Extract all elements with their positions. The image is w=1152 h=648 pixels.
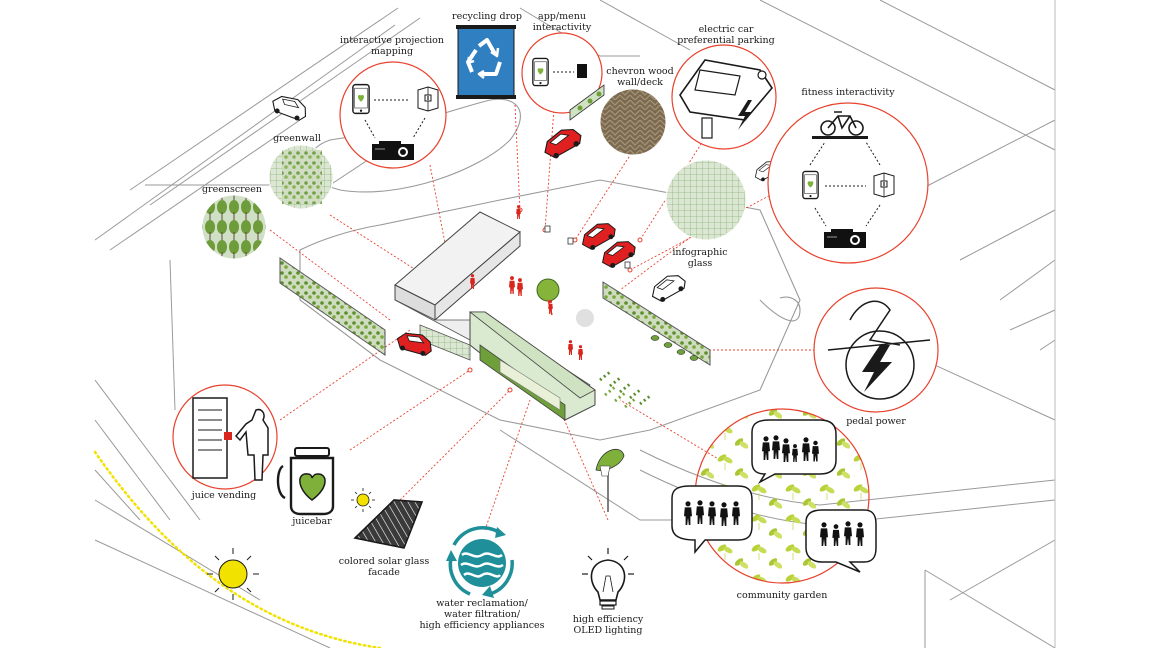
projection-mapping-callout	[339, 61, 447, 169]
speech-bubble	[751, 419, 837, 484]
label-pedal-power: pedal power	[846, 416, 906, 427]
label-water: water reclamation/water filtration/high …	[419, 598, 545, 631]
infographic-wall	[602, 281, 711, 366]
heart-icon	[299, 473, 326, 501]
jar-icon	[276, 447, 335, 516]
lightbulb-icon	[582, 548, 634, 610]
juice-vending-callout	[172, 384, 278, 490]
recycling-banner	[456, 25, 516, 99]
bicycle-icon	[820, 111, 864, 136]
electric-car-callout	[671, 44, 777, 150]
app-menu-callout	[521, 32, 603, 114]
smartphone-icon	[352, 83, 370, 115]
chevron-wood-callout	[569, 84, 667, 156]
pedal-power-callout	[813, 287, 939, 413]
speech-bubble	[671, 485, 753, 555]
bollards	[544, 225, 631, 269]
greenscreen-callout	[201, 194, 267, 260]
solar-panel-icon	[353, 499, 424, 549]
water-cycle-icon	[446, 525, 514, 598]
greenwall-callout	[268, 144, 334, 210]
building	[394, 211, 596, 421]
fitness-callout	[767, 102, 929, 264]
lightning-icon	[862, 345, 892, 392]
label-greenwall: greenwall	[273, 133, 321, 144]
label-greenscreen: greenscreen	[201, 184, 263, 195]
label-recycling-drop: recycling drop	[452, 11, 522, 22]
label-fitness-interactivity: fitness interactivity	[801, 87, 895, 98]
car-icon	[268, 89, 312, 126]
speech-bubble	[805, 509, 877, 573]
garden-plot	[599, 370, 651, 409]
greenwall-left	[279, 257, 386, 356]
smartphone-icon	[802, 170, 819, 200]
community-garden-callout	[671, 408, 877, 584]
lightning-icon	[738, 100, 752, 130]
label-community-garden: community garden	[736, 590, 828, 601]
screen-icon	[417, 86, 439, 112]
person-outline	[234, 408, 269, 481]
car-icon	[646, 269, 690, 306]
recycle-icon	[466, 38, 502, 79]
menu-icon	[577, 64, 587, 78]
smartphone-icon	[532, 57, 549, 87]
sun-icon	[351, 488, 375, 512]
label-juice-vending: juice vending	[191, 490, 257, 501]
car-icon	[538, 123, 586, 163]
label-juicebar: juicebar	[292, 516, 332, 527]
infographic-glass-callout	[665, 159, 747, 241]
screen-icon	[873, 172, 895, 198]
sun-path	[93, 450, 382, 648]
sun-icon	[207, 548, 259, 600]
plaza-tree	[536, 278, 594, 327]
lamp-post	[595, 448, 625, 512]
